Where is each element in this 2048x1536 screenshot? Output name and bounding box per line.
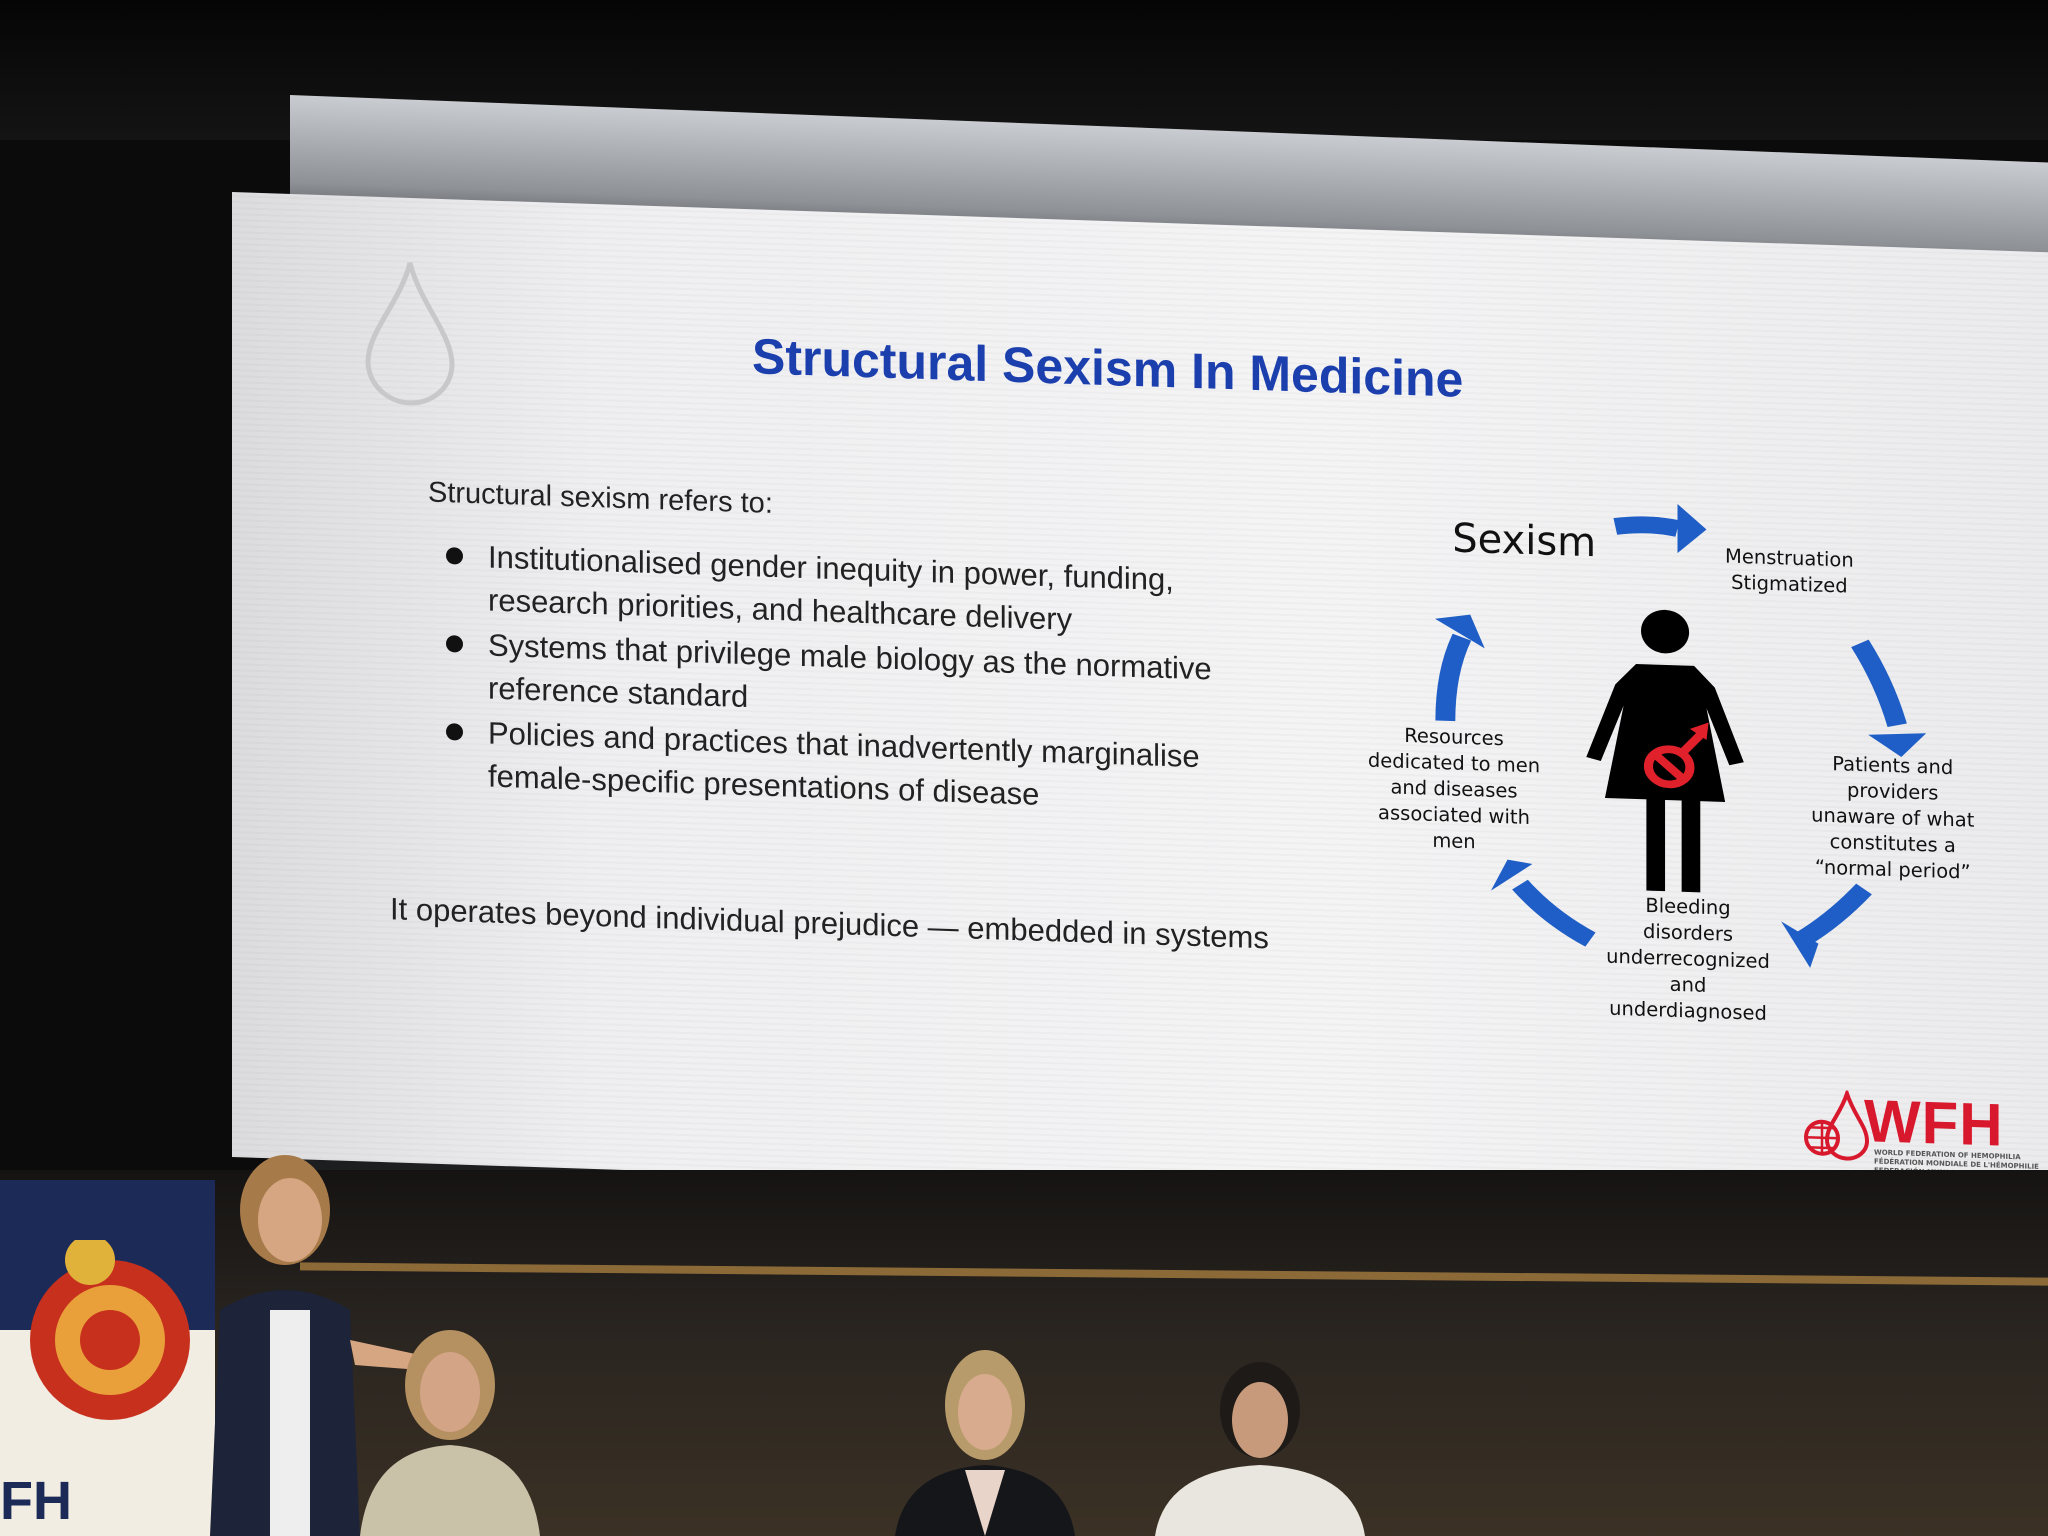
bullet-dot-icon bbox=[446, 723, 463, 741]
arrow-right-icon bbox=[1851, 639, 1907, 727]
speaker-person bbox=[210, 1155, 420, 1536]
node-line: “normal period” bbox=[1814, 855, 1971, 884]
woman-figure-icon bbox=[1586, 609, 1744, 893]
slide-title: Structural Sexism In Medicine bbox=[752, 328, 1464, 408]
node-menstruation: Menstruation Stigmatized bbox=[1725, 544, 1854, 600]
panelist-person bbox=[1155, 1362, 1365, 1536]
bullet-list: Institutionalised gender inequity in pow… bbox=[428, 534, 1288, 827]
node-line: Stigmatized bbox=[1731, 570, 1848, 598]
panelist-person bbox=[895, 1350, 1075, 1536]
sexism-cycle-diagram: Sexism Menstruation Stigmatized Patients… bbox=[1350, 479, 2000, 1051]
bullet-dot-icon bbox=[446, 635, 463, 653]
node-line: underdiagnosed bbox=[1609, 996, 1767, 1026]
arrow-left-icon bbox=[1435, 633, 1472, 722]
node-bleeding-disorders: Bleeding disorders underrecognized and u… bbox=[1606, 892, 1770, 1027]
arrow-top-icon bbox=[1613, 516, 1680, 537]
podium: FH bbox=[0, 1180, 215, 1536]
panelist-person bbox=[360, 1330, 540, 1536]
arrow-bottom-right-icon bbox=[1795, 883, 1872, 947]
podium-text: FH bbox=[0, 1471, 72, 1531]
bullet-text: Institutionalised gender inequity in pow… bbox=[488, 539, 1174, 637]
closing-statement: It operates beyond individual prejudice … bbox=[390, 891, 1269, 956]
node-patients-providers: Patients and providers unaware of what c… bbox=[1811, 750, 1974, 885]
sexism-label: Sexism bbox=[1452, 515, 1597, 567]
cycle-graphics bbox=[1434, 503, 1927, 968]
node-line: Patients and bbox=[1832, 751, 1954, 779]
intro-text: Structural sexism refers to: bbox=[428, 476, 773, 520]
projected-slide: Structural Sexism In Medicine Structural… bbox=[232, 192, 2048, 1218]
floral-logo-icon bbox=[30, 1240, 190, 1420]
droplet-watermark-icon bbox=[365, 262, 455, 406]
wfh-logo: WFH WORLD FEDERATION OF HEMOPHILIA FÉDÉR… bbox=[1802, 1084, 2042, 1202]
bullet-dot-icon bbox=[446, 547, 463, 565]
globe-drop-icon bbox=[1804, 1089, 1870, 1161]
bullet-text: Policies and practices that inadvertentl… bbox=[488, 715, 1200, 812]
node-resources: Resources dedicated to men and diseases … bbox=[1368, 722, 1540, 858]
arrow-bottom-left-icon bbox=[1512, 879, 1596, 947]
node-line: underrecognized bbox=[1606, 944, 1770, 974]
no-male-symbol-icon bbox=[1643, 730, 1706, 789]
